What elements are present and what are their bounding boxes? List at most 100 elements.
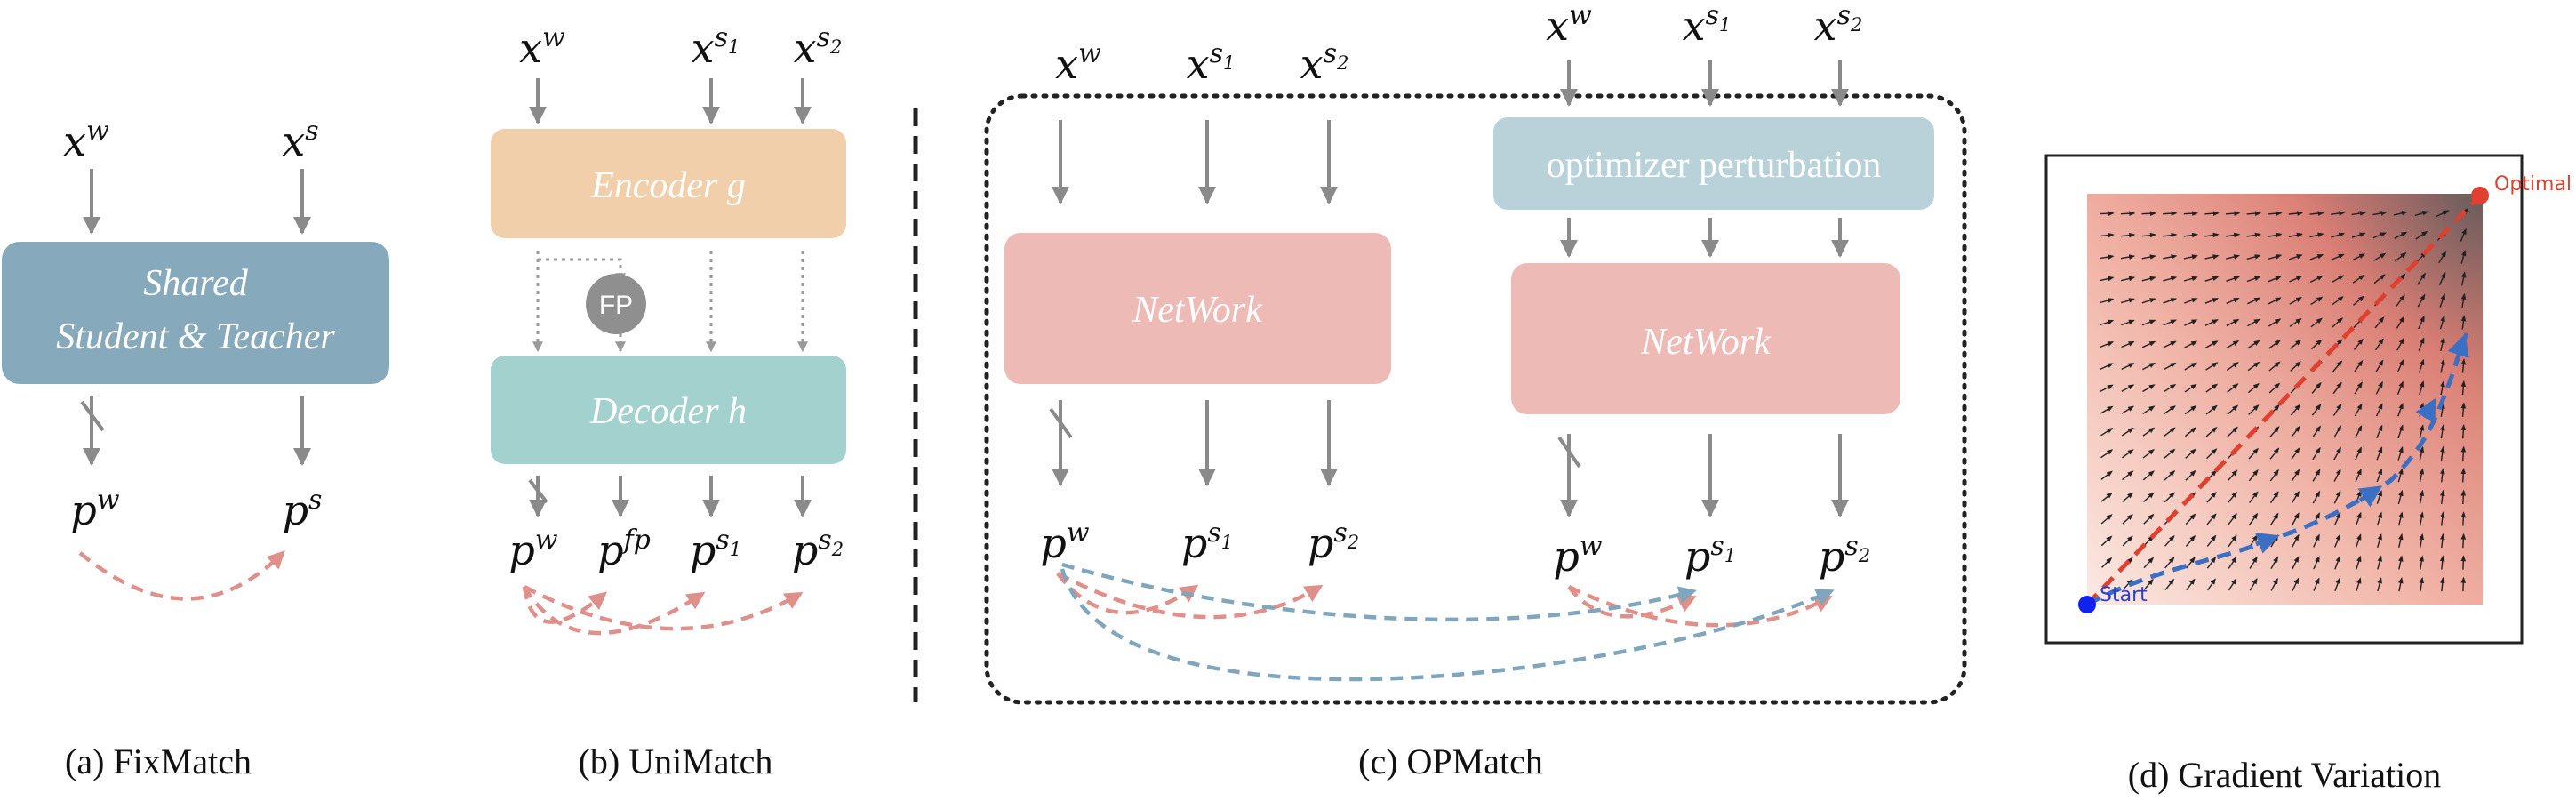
input-right-xs2: xs2 [1814,0,1863,50]
quiver-arrow [2332,317,2344,328]
quiver-arrow [2100,211,2115,216]
quiver-arrow [2268,254,2283,260]
quiver-arrow [2227,469,2238,482]
quiver-arrow [2185,469,2196,481]
quiver-arrow [2122,470,2134,481]
quiver-arrow [2164,557,2175,569]
quiver-arrow [2460,358,2467,373]
quiver-arrow [2249,512,2259,525]
input-left-xs1: xs1 [1187,38,1236,88]
quiver-arrow [2163,232,2178,238]
quiver-arrow [2164,578,2175,591]
input-right-xw: xw [1546,0,1592,50]
quiver-arrow [2226,340,2240,349]
quiver-arrow [2164,534,2175,547]
quiver-arrow [2143,513,2155,525]
quiver-arrow [2228,578,2237,591]
quiver-arrow [2352,253,2366,261]
quiver-arrow [2311,404,2322,416]
quiver-arrow [2398,533,2404,549]
quiver-arrow [2396,337,2404,351]
quiver-arrow [2289,276,2303,283]
quiver-arrow [2333,490,2341,504]
quiver-arrow [2460,511,2467,526]
start-label: Start [2100,584,2148,606]
quiver-arrow [2141,276,2156,282]
quiver-arrow [2355,533,2362,548]
quiver-arrow [2143,492,2155,503]
quiver-arrow [2312,490,2321,504]
quiver-arrow [2375,338,2384,351]
quiver-arrow [2121,405,2134,414]
quiver-arrow [2394,231,2408,239]
input-xs1: xs1 [692,22,740,72]
quiver-arrow [2332,360,2343,372]
decoder-label: Decoder h [589,391,747,432]
quiver-arrow [2164,469,2176,481]
quiver-arrow [2375,380,2383,395]
quiver-arrow [2291,425,2300,438]
quiver-arrow [2331,232,2346,238]
quiver-arrow [2354,359,2364,372]
quiver-arrow [2186,557,2196,569]
quiver-arrow [2419,489,2425,505]
quiver-arrow [2226,362,2239,371]
quiver-arrow [2460,380,2467,396]
input-xw: xw [63,116,109,165]
quiver-arrow [2419,424,2425,439]
quiver-arrow [2121,427,2134,437]
quiver-arrow [2440,445,2445,461]
quiver-arrow [2246,276,2261,283]
quiver-arrow [2183,298,2198,304]
caption-a: (a) FixMatch [65,741,252,781]
quiver-arrow [2460,576,2467,592]
output-ps: ps [283,485,323,534]
quiver-arrow [2246,211,2261,216]
quiver-arrow [2183,276,2198,282]
quiver-arrow [2121,449,2134,459]
shared-student-teacher-box [2,242,389,384]
quiver-arrow [2292,533,2300,548]
quiver-arrow [2164,427,2176,437]
quiver-arrow [2355,424,2363,438]
quiver-arrow [2142,405,2156,414]
quiver-arrow [2163,254,2178,260]
quiver-arrow [2249,556,2258,569]
quiver-arrow [2418,358,2425,373]
quiver-arrow [2333,425,2342,438]
quiver-arrow [2270,556,2279,570]
quiver-arrow [2207,578,2216,591]
output-right-pw: pw [1553,531,1602,581]
quiver-arrow [2331,253,2345,261]
quiver-arrow [2183,211,2199,216]
quiver-arrow [2354,403,2363,417]
quiver-arrow [2268,382,2281,394]
quiver-arrow [2122,492,2134,502]
input-left-xw: xw [1055,38,1101,88]
quiver-arrow [2204,298,2220,304]
quiver-arrow [2246,232,2261,238]
quiver-arrow [2268,318,2282,327]
quiver-arrow [2185,534,2196,547]
output-pfp: pfp [597,525,651,574]
quiver-arrow [2460,555,2467,570]
quiver-arrow [2248,447,2259,460]
caption-c: (c) OPMatch [1358,741,1543,781]
quiver-arrow [2414,211,2429,217]
output-ps1: ps1 [690,525,741,574]
quiver-arrow [2120,232,2136,238]
quiver-arrow [2419,576,2425,592]
quiver-arrow [2268,232,2283,238]
quiver-arrow [2377,555,2382,570]
quiver-arrow [2310,296,2324,306]
quiver-arrow [2228,556,2237,569]
quiver-arrow [2247,297,2261,305]
quiver-arrow [2373,252,2387,261]
quiver-arrow [2185,448,2196,459]
student-teacher-label: Student & Teacher [56,316,335,357]
quiver-arrow [2419,533,2425,549]
input-left-xs2: xs2 [1300,38,1349,88]
quiver-arrow [2374,316,2385,329]
quiver-arrow [2204,254,2220,260]
